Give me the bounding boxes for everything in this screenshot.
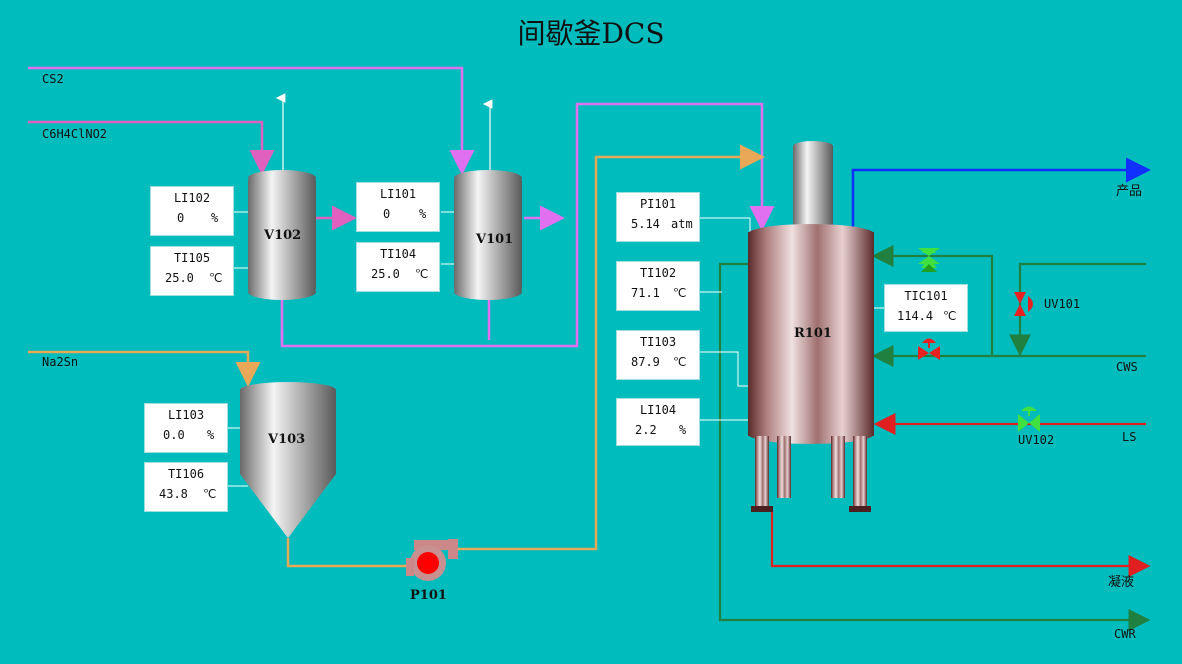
ti105-value: 25.0 [165, 271, 194, 285]
ti106-value: 43.8 [159, 487, 188, 501]
li101-value: 0 [383, 207, 391, 221]
tic101-value: 114.4 [897, 309, 934, 323]
steam-pipes [770, 413, 1151, 577]
product-pipe [851, 157, 1151, 230]
na2sn-pipe [28, 144, 765, 568]
tic101-display[interactable]: TIC101 114.4 ℃ [884, 284, 968, 332]
valve-cw-top [918, 248, 940, 272]
v103-label[interactable]: V103 [268, 432, 306, 447]
tic101-tag: TIC101 [904, 289, 948, 303]
ti102-tag: TI102 [639, 266, 677, 280]
li101-tag: LI101 [379, 187, 417, 201]
v102-label[interactable]: V102 [264, 228, 302, 243]
li104-unit: % [679, 423, 687, 437]
li103-tag: LI103 [167, 408, 205, 422]
ls-label: LS [1122, 430, 1137, 444]
ti106-unit: ℃ [203, 487, 217, 501]
li102-display[interactable]: LI102 0 % [150, 186, 234, 236]
li103-display[interactable]: LI103 0.0 % [144, 403, 228, 453]
ti102-display[interactable]: TI102 71.1 ℃ [616, 261, 700, 311]
ti102-unit: ℃ [673, 286, 687, 300]
v101-label[interactable]: V101 [476, 232, 514, 247]
ti104-value: 25.0 [371, 267, 400, 281]
ti105-unit: ℃ [209, 271, 223, 285]
c6h4clno2-feed-label: C6H4ClNO2 [42, 127, 108, 141]
li101-display[interactable]: LI101 0 % [356, 182, 440, 232]
feed-to-reactor-pipe [280, 102, 775, 348]
ti106-display[interactable]: TI106 43.8 ℃ [144, 462, 228, 512]
li104-display[interactable]: LI104 2.2 % [616, 398, 700, 446]
page-title: 间歇釜DCS [517, 17, 665, 50]
pi101-unit: atm [671, 217, 693, 231]
li102-tag: LI102 [173, 191, 211, 205]
cwr-label: CWR [1114, 627, 1136, 641]
r101-label[interactable]: R101 [794, 326, 832, 341]
tic101-unit: ℃ [943, 309, 957, 323]
ti103-value: 87.9 [631, 355, 660, 369]
pi101-display[interactable]: PI101 5.14 atm [616, 192, 700, 242]
ti103-tag: TI103 [639, 335, 677, 349]
product-outlet-label: 产品 [1116, 184, 1143, 199]
p101-pump [406, 539, 458, 581]
v103-tank [240, 382, 336, 538]
li104-value: 2.2 [635, 423, 657, 437]
ti103-unit: ℃ [673, 355, 687, 369]
c6h4clno2-pipe [28, 120, 275, 175]
li101-unit: % [419, 207, 427, 221]
ti106-tag: TI106 [167, 467, 205, 481]
pi101-tag: PI101 [639, 197, 677, 211]
cws-label: CWS [1116, 360, 1138, 374]
uv101-label[interactable]: UV101 [1044, 297, 1081, 311]
v101-tank [454, 170, 522, 300]
ti104-unit: ℃ [415, 267, 429, 281]
ti105-tag: TI105 [173, 251, 211, 265]
condensate-label: 凝液 [1108, 575, 1135, 590]
v102-tank [248, 170, 316, 300]
pi101-value: 5.14 [631, 217, 660, 231]
li102-value: 0 [177, 211, 185, 225]
ti105-display[interactable]: TI105 25.0 ℃ [150, 246, 234, 296]
li103-value: 0.0 [163, 428, 185, 442]
ti104-tag: TI104 [379, 247, 417, 261]
ti103-display[interactable]: TI103 87.9 ℃ [616, 330, 700, 380]
li103-unit: % [207, 428, 215, 442]
ti102-value: 71.1 [631, 286, 660, 300]
valve-cw-bottom [918, 338, 940, 360]
p101-label[interactable]: P101 [410, 588, 447, 603]
uv102-label[interactable]: UV102 [1018, 433, 1055, 447]
cs2-feed-label: CS2 [42, 72, 64, 86]
cs2-pipe [28, 66, 475, 175]
na2sn-feed-label: Na2Sn [42, 355, 79, 369]
r101-reactor [748, 141, 874, 512]
uv102-valve [1018, 406, 1040, 432]
uv101-valve [1014, 292, 1033, 316]
ti104-display[interactable]: TI104 25.0 ℃ [356, 242, 440, 292]
li104-tag: LI104 [639, 403, 677, 417]
li102-unit: % [211, 211, 219, 225]
